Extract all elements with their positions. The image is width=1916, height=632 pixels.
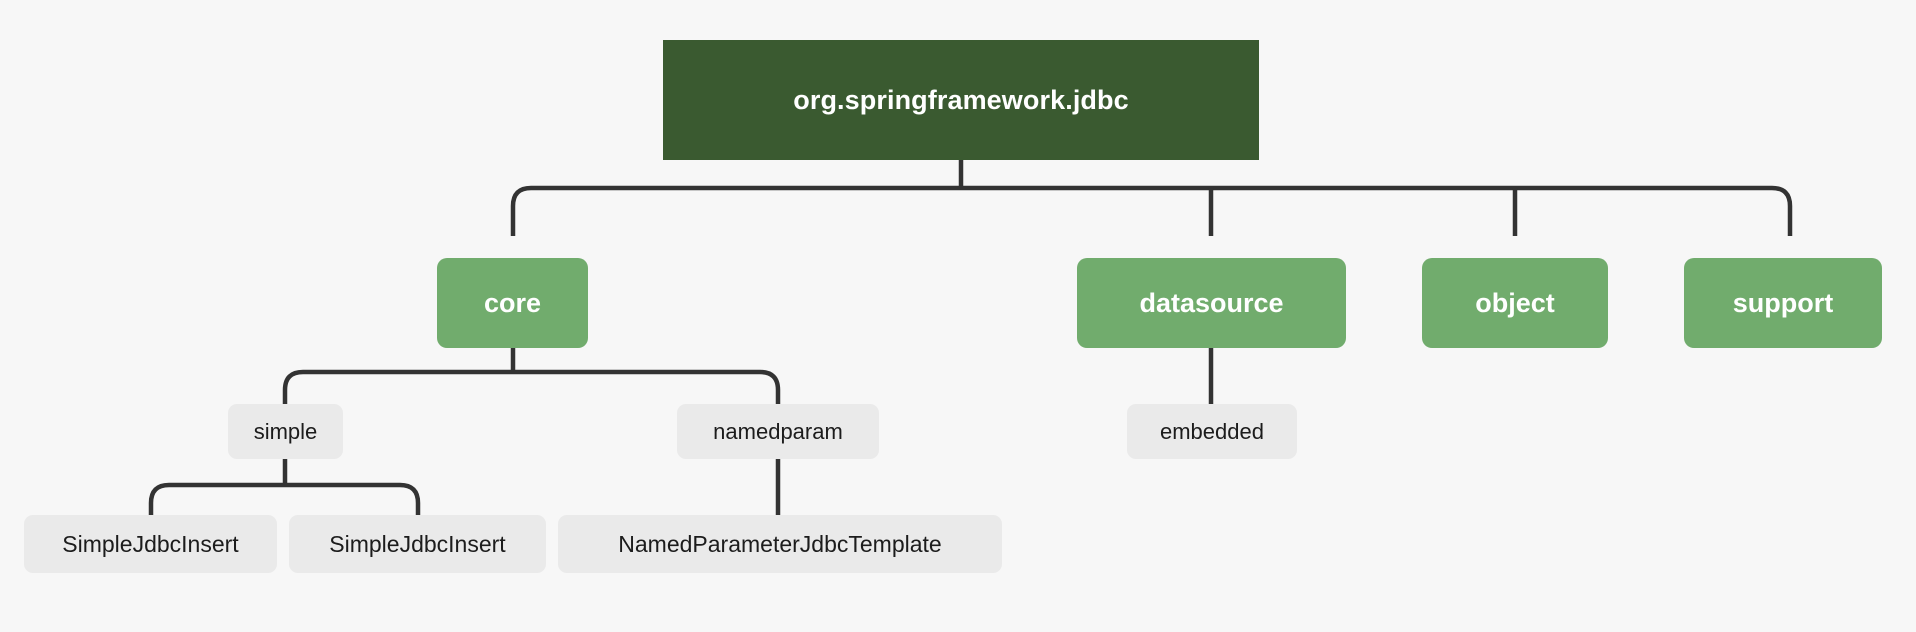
edge-core-bus (282, 369, 781, 404)
node-label: support (1732, 287, 1834, 318)
node-label: embedded (1160, 418, 1264, 444)
node-subpackage-embedded[interactable]: embedded (1127, 404, 1297, 459)
node-label: NamedParameterJdbcTemplate (618, 530, 942, 557)
node-subpackage-simple[interactable]: simple (228, 404, 343, 459)
node-label: SimpleJdbcInsert (329, 530, 506, 557)
node-package-support[interactable]: support (1684, 258, 1882, 348)
node-label: namedparam (713, 418, 843, 444)
node-package-object[interactable]: object (1422, 258, 1608, 348)
node-label: simple (253, 418, 318, 444)
node-label: datasource (1139, 287, 1284, 318)
node-package-core[interactable]: core (437, 258, 588, 348)
node-subpackage-namedparam[interactable]: namedparam (677, 404, 879, 459)
node-class-named-parameter-jdbc-template[interactable]: NamedParameterJdbcTemplate (558, 515, 1002, 573)
node-label: core (483, 287, 542, 318)
edge-simple-bus (148, 482, 421, 515)
node-label: SimpleJdbcInsert (62, 530, 239, 557)
node-label: org.springframework.jdbc (793, 84, 1129, 115)
node-package-datasource[interactable]: datasource (1077, 258, 1346, 348)
node-class-simple-jdbc-insert-2[interactable]: SimpleJdbcInsert (289, 515, 546, 573)
edge-root-bus (510, 185, 1793, 236)
node-class-simple-jdbc-insert-1[interactable]: SimpleJdbcInsert (24, 515, 277, 573)
node-label: object (1475, 287, 1555, 318)
node-root-org-springframework-jdbc[interactable]: org.springframework.jdbc (663, 40, 1259, 160)
